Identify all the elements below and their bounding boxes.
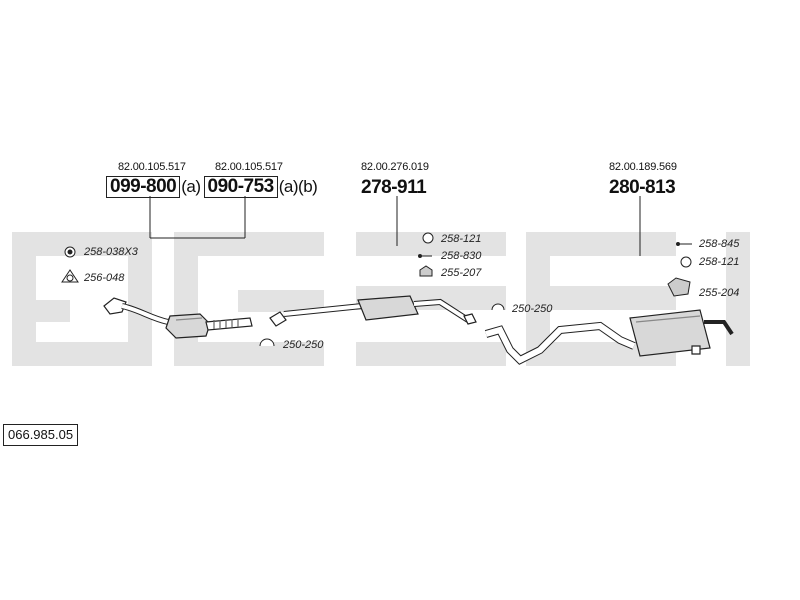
accessory-label-258-038x3: 258-038X3 (84, 246, 138, 258)
ring-icon (422, 232, 434, 244)
accessory-label-255-207: 255-207 (441, 267, 482, 279)
bracket-icon (667, 277, 691, 297)
accessory-label-258-121-rear: 258-121 (699, 256, 740, 268)
front-alt-part-number[interactable]: 090-753 (203, 176, 278, 198)
leader-lines (149, 196, 641, 256)
rear-part-number[interactable]: 280-813 (609, 177, 676, 198)
middle-part-number[interactable]: 278-911 (361, 177, 427, 198)
middle-oem-number: 82.00.276.019 (361, 161, 429, 173)
catalyst-body (165, 313, 211, 339)
mount-icon (419, 265, 433, 277)
front-alt-part-suffix: (a)(b) (278, 177, 318, 196)
accessory-label-255-204: 255-204 (699, 287, 740, 299)
catalog-reference: 066.985.05 (3, 424, 79, 446)
accessory-label-258-845: 258-845 (699, 238, 740, 250)
middle-clamp (269, 311, 287, 327)
middle-silencer-assembly (269, 295, 477, 327)
rear-muffler (629, 309, 711, 357)
accessory-label-258-830: 258-830 (441, 250, 482, 262)
front-part-suffix: (a) (181, 177, 201, 196)
gasket-hole-icon (66, 274, 74, 282)
rear-muffler-assembly (484, 309, 734, 365)
rear-oem-number: 82.00.189.569 (609, 161, 677, 173)
front-part-group: 099-800 (a) 090-753 (a)(b) (106, 176, 318, 198)
clamp-icon-left (259, 338, 275, 347)
middle-silencer (357, 295, 419, 321)
watermark-bars (12, 232, 750, 366)
accessory-label-256-048: 256-048 (84, 272, 125, 284)
accessory-label-250-250-left: 250-250 (283, 339, 324, 351)
accessory-label-258-121-middle: 258-121 (441, 233, 482, 245)
front-part-number[interactable]: 099-800 (106, 176, 181, 198)
clamp-icon-middle (491, 303, 505, 311)
accessory-icons (61, 232, 692, 347)
front-alt-oem-number: 82.00.105.517 (215, 161, 283, 173)
ring-icon-rear (680, 256, 692, 268)
nut-icon-center (67, 249, 73, 255)
accessory-label-250-250-middle: 250-250 (512, 303, 553, 315)
front-oem-number: 82.00.105.517 (118, 161, 186, 173)
flex-pipe (205, 317, 253, 331)
front-pipe-catalyst (103, 297, 253, 339)
